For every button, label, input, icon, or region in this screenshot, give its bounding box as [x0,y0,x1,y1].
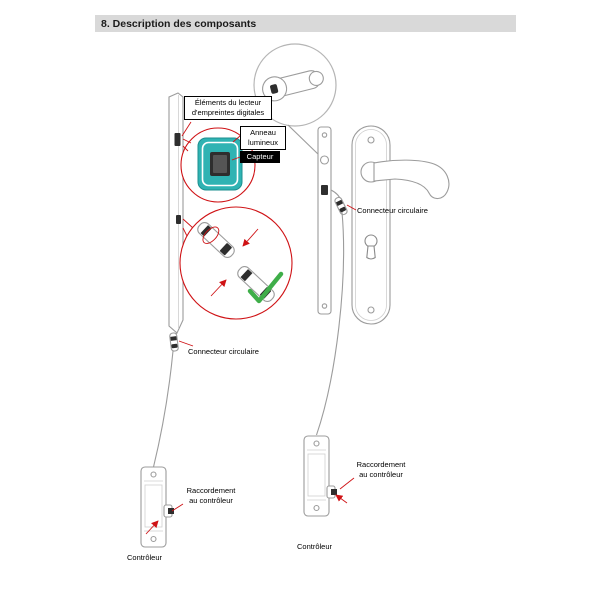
section-title: 8. Description des composants [101,17,257,30]
rotation-arrow-icon [202,226,220,244]
cable-left [152,331,179,468]
callout-circular-connector-top: Connecteur circulaire [357,206,428,215]
push-arrow-icon [242,228,259,247]
label-controller-left: Contrôleur [127,553,163,562]
label-controller-right: Contrôleur [297,542,333,551]
callout-sensor: Capteur [240,151,280,163]
callout-circular-connector-bottom: Connecteur circulaire [188,347,259,356]
controller-socket [168,508,174,514]
controller-right [303,435,337,517]
connector-right [334,196,348,216]
callout-luminous-ring: Anneau lumineux [240,126,286,150]
handle-backplate [351,125,450,325]
cable-right [315,189,348,436]
reader-sensor-edge [174,133,181,146]
section-header: 8. Description des composants [95,15,516,32]
door-lever-handle [360,159,450,200]
callout-controller-link-right: Raccordement au contrôleur [356,460,406,479]
callout-reader-elements: Éléments du lecteur d'empreintes digital… [184,96,272,120]
controller-left [140,466,174,548]
connector-plug-upper [197,221,235,259]
screw-hole [367,306,375,314]
controller-socket [331,489,337,495]
callout-controller-link-left: Raccordement au contrôleur [186,486,236,505]
luminous-ring [201,141,239,187]
callout-lines [145,121,357,535]
connector-left [169,332,179,352]
strip-led [321,185,328,195]
sensor-surface [213,155,227,173]
fingerprint-reader-detail-circle [180,127,256,203]
lock-cylinder-icon [262,70,324,102]
check-icon [247,271,284,304]
connector-detail-circle [179,206,293,320]
push-arrow-icon [210,279,227,297]
cable-connector-on-profile [176,215,181,224]
keyhole [364,234,378,260]
lock-cylinder-detail-circle [253,43,337,157]
pointer-arrow-icon [335,494,348,504]
door-edge-profile [168,92,184,334]
lock-fitting-strip [317,126,332,315]
fingerprint-reader [197,137,243,191]
pointer-arrow-icon [145,520,159,535]
screw-hole [367,136,375,144]
